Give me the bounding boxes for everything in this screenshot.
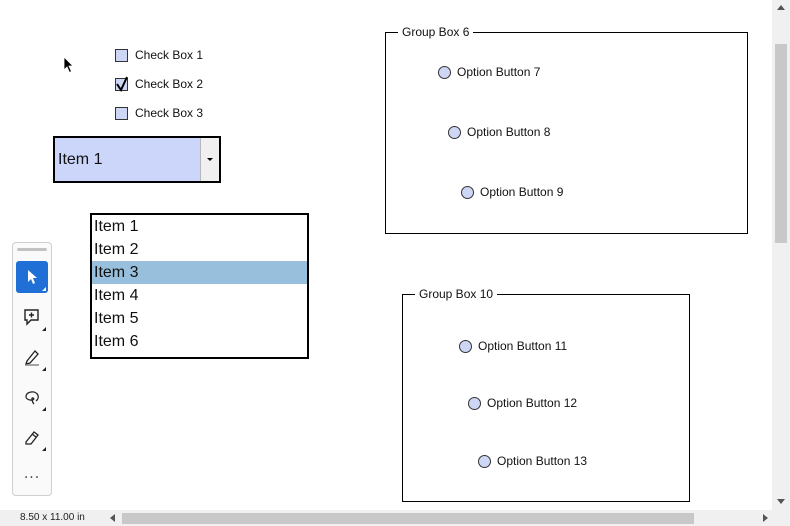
- vertical-scrollbar[interactable]: [772, 0, 790, 510]
- status-bar: 8.50 x 11.00 in: [0, 510, 790, 526]
- list-item[interactable]: Item 5: [94, 310, 139, 327]
- select-tool-button[interactable]: [16, 261, 48, 293]
- drawing-toolbar: ...: [12, 242, 52, 496]
- lasso-tool-button[interactable]: [16, 381, 48, 413]
- page-size-label: 8.50 x 11.00 in: [20, 512, 85, 523]
- pointer-icon: [28, 270, 37, 284]
- checkbox-1-box[interactable]: [115, 48, 128, 62]
- list-item[interactable]: Item 2: [94, 241, 139, 258]
- checkbox-1-label: Check Box 1: [135, 48, 204, 62]
- radio-button-icon[interactable]: [459, 339, 472, 353]
- scroll-down-icon[interactable]: [777, 499, 785, 504]
- option-button-9-label: Option Button 9: [480, 185, 564, 199]
- option-button-9[interactable]: Option Button 9: [461, 185, 563, 199]
- list-item[interactable]: Item 6: [94, 333, 139, 350]
- combo-box[interactable]: Item 1: [53, 136, 221, 183]
- marker-tool-button[interactable]: [16, 421, 48, 453]
- group-box-10-title: Group Box 10: [415, 287, 498, 301]
- checkbox-3[interactable]: Check Box 3: [115, 103, 203, 123]
- more-tools-button[interactable]: ...: [16, 461, 48, 493]
- scroll-up-icon[interactable]: [777, 5, 785, 10]
- list-box[interactable]: Item 1 Item 2 Item 3 Item 4 Item 5 Item …: [90, 213, 309, 359]
- marker-icon: [25, 431, 39, 445]
- option-button-7[interactable]: Option Button 7: [438, 65, 540, 79]
- ellipsis-icon: ...: [23, 466, 41, 482]
- toolbar-grip-handle[interactable]: [17, 248, 47, 251]
- radio-button-icon[interactable]: [448, 125, 461, 139]
- scrollbar-corner: [772, 510, 790, 526]
- scroll-right-icon[interactable]: [763, 514, 768, 522]
- option-button-11-label: Option Button 11: [478, 339, 568, 353]
- vertical-scroll-thumb[interactable]: [775, 44, 787, 243]
- option-button-12[interactable]: Option Button 12: [468, 396, 577, 410]
- option-button-13[interactable]: Option Button 13: [478, 454, 587, 468]
- checkbox-3-box[interactable]: [115, 106, 128, 120]
- option-button-8-label: Option Button 8: [467, 125, 551, 139]
- radio-button-icon[interactable]: [438, 65, 451, 79]
- horizontal-scroll-thumb[interactable]: [122, 513, 694, 524]
- combo-box-dropdown-button[interactable]: [200, 138, 219, 181]
- group-box-10: Group Box 10 Option Button 11 Option But…: [402, 287, 690, 502]
- checkbox-3-label: Check Box 3: [135, 106, 204, 120]
- comment-plus-icon: [24, 309, 39, 326]
- mouse-cursor-icon: [63, 56, 74, 74]
- checkbox-2-label: Check Box 2: [135, 77, 204, 91]
- list-item[interactable]: Item 4: [94, 287, 139, 304]
- option-button-7-label: Option Button 7: [457, 65, 541, 79]
- option-button-12-label: Option Button 12: [487, 396, 578, 410]
- checkmark-icon: [116, 76, 128, 92]
- pen-tool-button[interactable]: [16, 341, 48, 373]
- chevron-down-icon: [207, 158, 213, 161]
- group-box-6-title: Group Box 6: [398, 25, 474, 39]
- horizontal-scrollbar[interactable]: [104, 510, 772, 526]
- scroll-left-icon[interactable]: [110, 514, 115, 522]
- pen-icon: [25, 350, 39, 366]
- option-button-13-label: Option Button 13: [497, 454, 588, 468]
- radio-button-icon[interactable]: [461, 185, 474, 199]
- combo-box-value: Item 1: [58, 151, 103, 168]
- checkbox-2-box[interactable]: [115, 76, 128, 92]
- option-button-11[interactable]: Option Button 11: [459, 339, 567, 353]
- list-item-selected[interactable]: Item 3: [92, 261, 307, 284]
- lasso-icon: [25, 391, 39, 405]
- checkbox-2[interactable]: Check Box 2: [115, 74, 203, 94]
- checkbox-1[interactable]: Check Box 1: [115, 45, 203, 65]
- group-box-6: Group Box 6 Option Button 7 Option Butto…: [385, 25, 748, 234]
- comment-tool-button[interactable]: [16, 301, 48, 333]
- radio-button-icon[interactable]: [468, 396, 481, 410]
- list-item[interactable]: Item 1: [94, 218, 139, 235]
- radio-button-icon[interactable]: [478, 454, 491, 468]
- option-button-8[interactable]: Option Button 8: [448, 125, 550, 139]
